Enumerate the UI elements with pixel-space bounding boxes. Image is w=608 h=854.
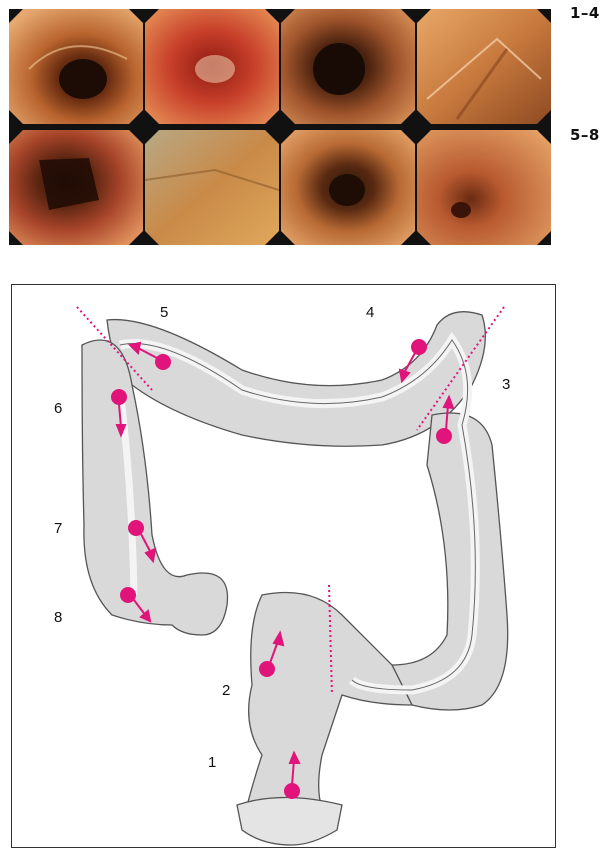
colon-illustration: 1 2 3 4 5 6 7 8 <box>12 285 555 847</box>
marker-3 <box>437 429 451 443</box>
row-label-5-8: 5–8 <box>570 126 600 144</box>
colon-diagram: 1 2 3 4 5 6 7 8 <box>11 284 556 848</box>
rectum <box>237 798 342 846</box>
endoscopy-image-7 <box>281 130 415 245</box>
endoscopy-image-5 <box>9 130 143 245</box>
transverse-colon <box>107 312 485 447</box>
label-6: 6 <box>54 400 62 417</box>
endoscopy-image-8 <box>417 130 551 245</box>
endoscopy-image-1 <box>9 9 143 124</box>
marker-7 <box>129 521 143 535</box>
marker-6 <box>112 390 126 404</box>
marker-5 <box>156 355 170 369</box>
label-8: 8 <box>54 609 62 626</box>
marker-8 <box>121 588 135 602</box>
marker-4 <box>412 340 426 354</box>
label-3: 3 <box>502 376 510 393</box>
descending-colon <box>392 413 508 710</box>
label-2: 2 <box>222 682 230 699</box>
endoscopy-image-grid <box>9 9 551 245</box>
endoscopy-image-3 <box>281 9 415 124</box>
marker-1 <box>285 784 299 798</box>
label-4: 4 <box>366 304 374 321</box>
row-label-1-4: 1–4 <box>570 4 600 22</box>
label-1: 1 <box>208 754 216 771</box>
endoscopy-image-2 <box>145 9 279 124</box>
label-7: 7 <box>54 520 62 537</box>
endoscopy-image-4 <box>417 9 551 124</box>
marker-2 <box>260 662 274 676</box>
endoscopy-image-6 <box>145 130 279 245</box>
sigmoid-colon <box>242 593 412 826</box>
label-5: 5 <box>160 304 168 321</box>
